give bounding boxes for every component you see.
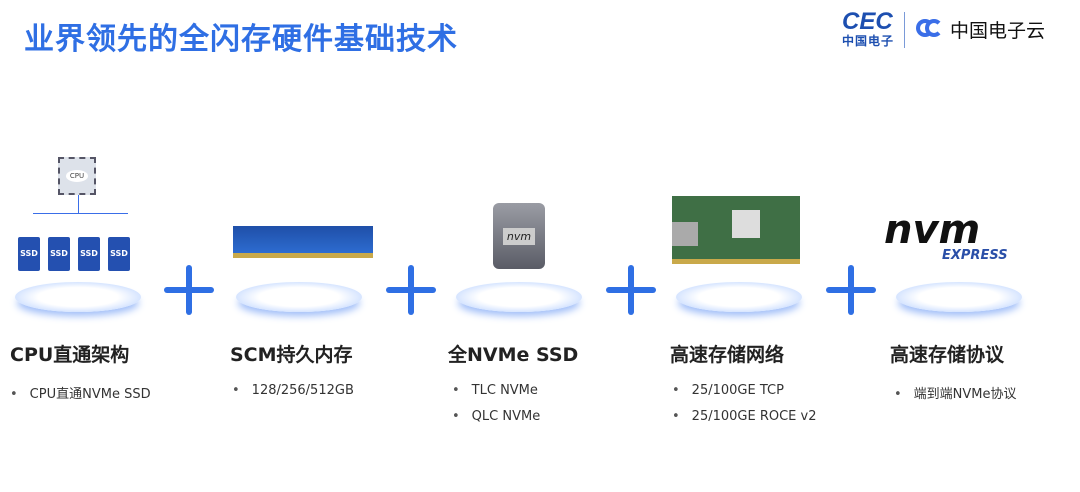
ssd-icon: SSD [78, 237, 100, 271]
bullet-item: 128/256/512GB [232, 383, 354, 398]
plus-icon [164, 265, 214, 315]
bullet-item: 25/100GE TCP [672, 383, 784, 398]
plus-icon [606, 265, 656, 315]
bullet-item: CPU直通NVMe SSD [10, 383, 151, 402]
bullet-item: 25/100GE ROCE v2 [672, 409, 817, 424]
cloud-logo-text: 中国电子云 [950, 20, 1046, 42]
platform-disk [896, 282, 1022, 312]
cpu-ssd-illustration: CPU SSD SSD SSD SSD [14, 155, 142, 280]
ssd-icon: SSD [48, 237, 70, 271]
ssd-icon: SSD [18, 237, 40, 271]
column-title: CPU直通架构 [10, 344, 130, 366]
cloud-logo: 中国电子云 [916, 16, 1045, 43]
nvme-ssd-image: nvm [493, 203, 545, 269]
bullet-item: QLC NVMe [452, 409, 541, 424]
cloud-logo-icon [916, 18, 944, 41]
platform-disk [456, 282, 582, 312]
bullet-item: 端到端NVMe协议 [894, 383, 1017, 402]
network-card-image [672, 196, 800, 264]
bullet-item: TLC NVMe [452, 383, 538, 398]
nvm-chip-label: nvm [502, 227, 536, 245]
platform-disk [15, 282, 141, 312]
logo-divider [904, 12, 905, 48]
cec-logo-text: CEC [842, 8, 893, 35]
ssd-icon: SSD [108, 237, 130, 271]
cec-logo-subtext: 中国电子 [842, 34, 895, 48]
column-title: 全NVMe SSD [448, 344, 579, 366]
nvm-logo-text: nvm [884, 207, 981, 253]
column-title: 高速存储协议 [890, 344, 1005, 366]
column-title: 高速存储网络 [670, 344, 785, 366]
cpu-label: CPU [65, 170, 89, 182]
plus-icon [826, 265, 876, 315]
cpu-icon: CPU [58, 157, 96, 195]
scm-memory-module-image [233, 226, 373, 258]
platform-disk [676, 282, 802, 312]
express-logo-text: EXPRESS [942, 248, 1008, 263]
page-title: 业界领先的全闪存硬件基础技术 [24, 22, 458, 57]
column-title: SCM持久内存 [230, 344, 353, 366]
nvm-express-logo: nvm EXPRESS [884, 207, 1034, 263]
platform-disk [236, 282, 362, 312]
ssd-row: SSD SSD SSD SSD [14, 237, 134, 271]
plus-icon [386, 265, 436, 315]
